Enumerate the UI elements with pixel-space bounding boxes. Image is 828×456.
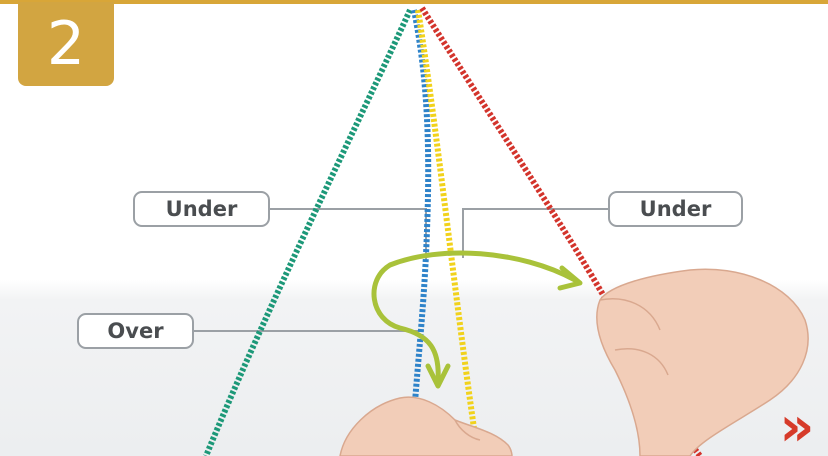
step-number-badge: 2 xyxy=(18,2,114,86)
green-cord xyxy=(206,10,410,456)
leader-line-under-right xyxy=(463,209,608,258)
label-over: Over xyxy=(77,313,194,349)
label-under-left: Under xyxy=(133,191,270,227)
next-step-arrow-icon[interactable]: » xyxy=(771,402,823,452)
guide-arrow xyxy=(374,253,575,382)
label-under-right: Under xyxy=(608,191,743,227)
step-number: 2 xyxy=(47,14,85,74)
bottom-hand-illustration xyxy=(340,397,512,456)
